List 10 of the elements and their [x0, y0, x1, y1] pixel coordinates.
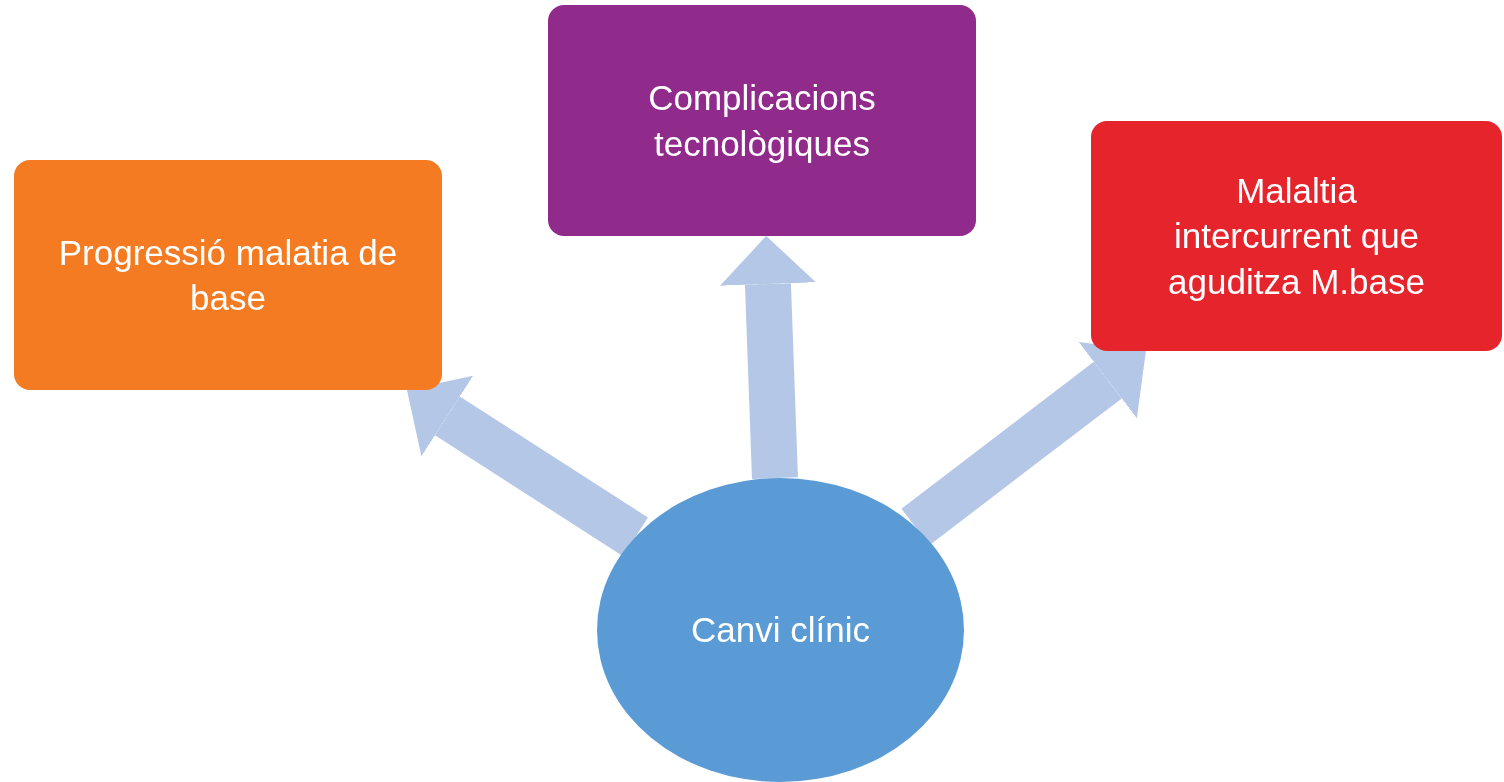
block-arrow	[719, 236, 816, 479]
rounded-box	[14, 160, 442, 390]
block-arrow	[407, 375, 648, 557]
rounded-box	[1091, 121, 1502, 351]
node-label: Malaltia intercurrent que aguditza M.base	[1167, 169, 1426, 303]
block-arrow	[901, 342, 1146, 546]
rounded-box	[548, 5, 976, 236]
node-label: Canvi clínic	[691, 609, 870, 652]
node-label: Complicacions tecnològiques	[647, 77, 877, 165]
node-label: Progressió malatia de base	[58, 231, 398, 319]
